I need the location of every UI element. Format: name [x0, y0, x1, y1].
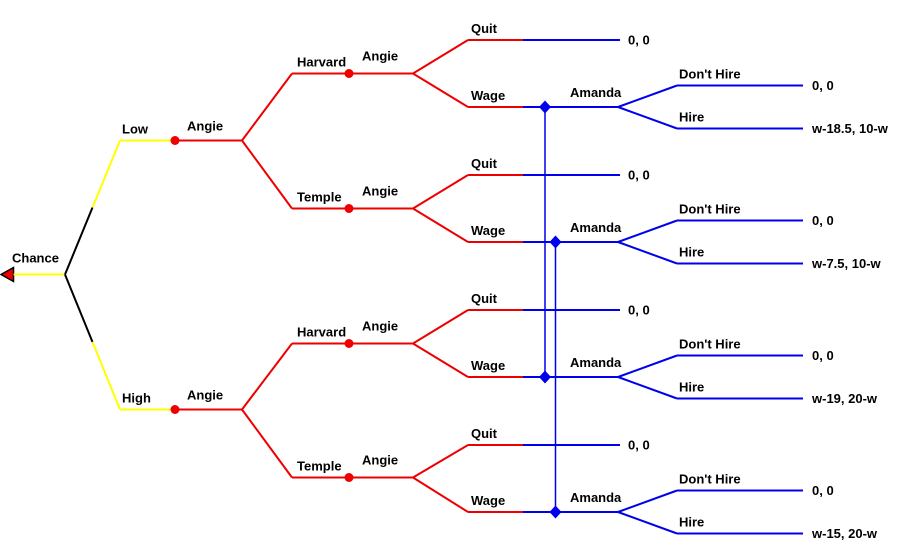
hire-branch-label: Hire — [679, 380, 704, 395]
quit-branch-diagonal — [412, 39, 469, 75]
dont-hire-diagonal — [617, 354, 678, 378]
wage-branch-diagonal — [412, 207, 469, 243]
chance-branch-diagonal — [91, 341, 121, 410]
payoff-label: 0, 0 — [812, 213, 834, 228]
payoff-label: 0, 0 — [628, 168, 650, 183]
dont-hire-diagonal — [617, 489, 678, 513]
payoff-label: 0, 0 — [628, 303, 650, 318]
school-branch-label: Harvard — [297, 325, 346, 340]
angie-node-label: Angie — [187, 388, 223, 403]
dont-hire-branch-label: Don't Hire — [679, 67, 741, 82]
quit-branch-diagonal — [412, 309, 469, 345]
school-branch-label: Temple — [297, 459, 342, 474]
hire-diagonal — [617, 511, 678, 535]
chance-branch-label: High — [122, 391, 151, 406]
hire-branch-label: Hire — [679, 245, 704, 260]
wage-branch-label: Wage — [471, 493, 505, 508]
amanda-node-diamond[interactable] — [549, 505, 562, 519]
quit-branch-label: Quit — [471, 156, 498, 171]
wage-branch-label: Wage — [471, 223, 505, 238]
wage-branch-diagonal — [412, 476, 469, 513]
quit-branch-diagonal — [412, 174, 469, 210]
amanda-node-label: Amanda — [570, 220, 622, 235]
chance-root-label: Chance — [12, 251, 59, 266]
quit-branch-label: Quit — [471, 21, 498, 36]
chance-branch-diagonal — [64, 274, 94, 343]
payoff-label: 0, 0 — [812, 78, 834, 93]
quit-branch-diagonal — [412, 444, 469, 479]
dont-hire-diagonal — [617, 84, 678, 108]
chance-root-marker[interactable] — [0, 266, 15, 283]
angie-node-label: Angie — [362, 184, 398, 199]
dont-hire-diagonal — [617, 219, 678, 243]
angie-node-label: Angie — [187, 119, 223, 134]
angie-node-label: Angie — [362, 319, 398, 334]
school-branch-diagonal — [241, 342, 293, 411]
payoff-label: 0, 0 — [628, 438, 650, 453]
angie-node-label: Angie — [362, 49, 398, 64]
angie-wage-node[interactable] — [344, 69, 354, 78]
dont-hire-branch-label: Don't Hire — [679, 472, 741, 487]
payoff-label: w-19, 20-w — [811, 391, 878, 406]
amanda-node-diamond[interactable] — [549, 235, 562, 249]
amanda-node-diamond[interactable] — [539, 370, 551, 384]
amanda-node-label: Amanda — [570, 355, 622, 370]
wage-branch-label: Wage — [471, 358, 505, 373]
payoff-label: 0, 0 — [812, 348, 834, 363]
chance-branch-diagonal — [91, 140, 121, 208]
amanda-node-label: Amanda — [570, 85, 622, 100]
chance-branch-diagonal — [64, 207, 94, 275]
hire-diagonal — [617, 106, 678, 130]
payoff-label: 0, 0 — [812, 483, 834, 498]
angie-wage-node[interactable] — [344, 473, 354, 482]
hire-diagonal — [617, 376, 678, 400]
amanda-node-diamond[interactable] — [539, 100, 551, 114]
school-branch-label: Harvard — [297, 55, 346, 70]
payoff-label: w-15, 20-w — [811, 526, 878, 541]
angie-school-node[interactable] — [170, 136, 180, 145]
school-branch-diagonal — [241, 408, 293, 479]
hire-branch-label: Hire — [679, 110, 704, 125]
wage-branch-diagonal — [412, 72, 469, 108]
angie-school-node[interactable] — [170, 405, 180, 414]
hire-diagonal — [617, 241, 678, 265]
school-branch-diagonal — [241, 72, 293, 142]
payoff-label: w-18.5, 10-w — [811, 121, 889, 136]
school-branch-diagonal — [241, 139, 293, 210]
quit-branch-label: Quit — [471, 426, 498, 441]
dont-hire-branch-label: Don't Hire — [679, 202, 741, 217]
angie-wage-node[interactable] — [344, 339, 354, 348]
hire-branch-label: Hire — [679, 515, 704, 530]
angie-node-label: Angie — [362, 453, 398, 468]
wage-branch-diagonal — [412, 342, 469, 378]
angie-wage-node[interactable] — [344, 204, 354, 213]
wage-branch-label: Wage — [471, 88, 505, 103]
quit-branch-label: Quit — [471, 291, 498, 306]
payoff-label: w-7.5, 10-w — [811, 256, 882, 271]
payoff-label: 0, 0 — [628, 33, 650, 48]
school-branch-label: Temple — [297, 190, 342, 205]
amanda-node-label: Amanda — [570, 490, 622, 505]
dont-hire-branch-label: Don't Hire — [679, 337, 741, 352]
chance-branch-label: Low — [122, 122, 149, 137]
